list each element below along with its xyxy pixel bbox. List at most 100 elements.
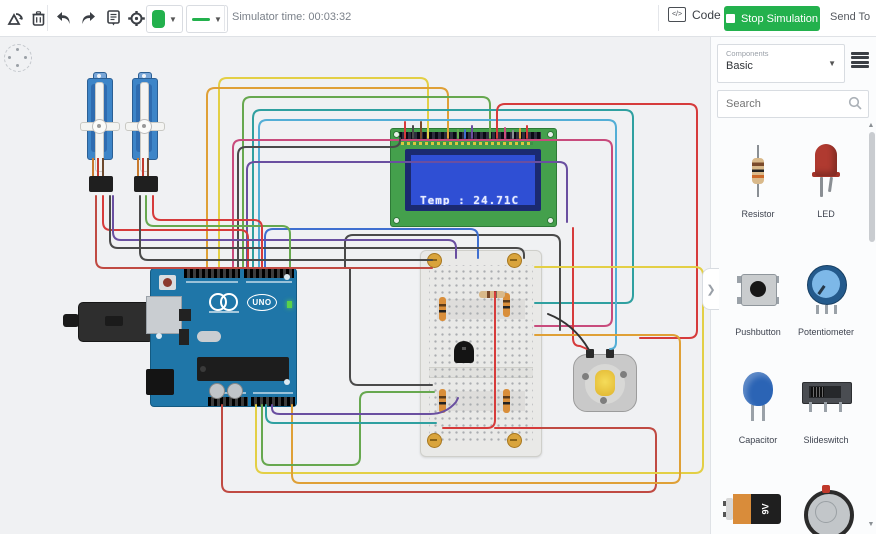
battery-voltage-label: 9V — [760, 503, 771, 515]
wire-teal[interactable] — [252, 109, 634, 304]
lcd-pin-header[interactable] — [399, 132, 541, 140]
servo-connector — [134, 176, 158, 192]
wire-purple[interactable] — [246, 161, 568, 269]
wire-orange[interactable] — [291, 334, 681, 484]
analog-pin-header[interactable] — [251, 397, 295, 406]
delete-icon[interactable] — [26, 6, 50, 30]
servo-motor-1[interactable] — [80, 72, 122, 196]
search-icon — [848, 96, 862, 110]
resistor-on-board[interactable] — [439, 389, 446, 413]
palette-item-label: Capacitor — [738, 435, 778, 445]
servo-motor-2[interactable] — [125, 72, 167, 196]
lcd-screen: Temp : 24.71C Light: Low — [405, 149, 541, 211]
wire-red[interactable] — [442, 291, 496, 429]
wire-purple[interactable] — [112, 195, 457, 259]
wire-purple[interactable] — [271, 397, 459, 415]
palette-item-label: Pushbutton — [735, 327, 781, 337]
category-value: Basic — [726, 60, 753, 72]
resistor-on-board[interactable] — [479, 291, 505, 298]
crystal-oscillator — [197, 331, 221, 342]
scroll-up-icon[interactable]: ▲ — [867, 122, 875, 129]
wire-blue[interactable] — [264, 228, 479, 269]
power-pin-header[interactable] — [208, 397, 248, 406]
dc-motor[interactable] — [573, 349, 637, 412]
list-view-toggle-icon[interactable] — [851, 52, 869, 68]
wire-black[interactable] — [547, 313, 590, 351]
digital-pin-header[interactable] — [184, 269, 240, 278]
wire-dark[interactable] — [139, 195, 433, 261]
wire-red[interactable] — [496, 103, 698, 339]
wire-dark[interactable] — [237, 137, 401, 269]
annotation-icon[interactable] — [101, 6, 125, 30]
wire-orange[interactable] — [206, 87, 449, 269]
power-jack — [146, 369, 174, 395]
wire-yellow[interactable] — [255, 266, 704, 474]
wire-cyan[interactable] — [258, 119, 617, 350]
undo-icon[interactable] — [52, 6, 76, 30]
capacitor — [209, 383, 225, 399]
palette-item-capacitor[interactable]: Capacitor — [725, 362, 791, 445]
usb-cable-head[interactable] — [78, 302, 154, 342]
components-label: Components — [726, 49, 769, 58]
motor-terminal[interactable] — [586, 349, 594, 358]
stop-simulation-button[interactable]: Stop Simulation — [724, 6, 820, 31]
palette-item-slideswitch[interactable]: Slideswitch — [793, 362, 859, 445]
coin-cell-battery-icon — [804, 484, 854, 534]
components-category-dropdown[interactable]: Components Basic ▼ — [717, 44, 845, 83]
search-input[interactable] — [724, 92, 846, 116]
component-view-icon[interactable] — [124, 6, 148, 30]
zoom-to-fit-button[interactable] — [4, 44, 32, 72]
send-to-button[interactable]: Send To — [830, 11, 871, 23]
wire-red[interactable] — [95, 195, 433, 269]
palette-item-label: LED — [817, 209, 835, 219]
wire-red[interactable] — [221, 404, 657, 493]
collapse-sidebar-chevron-icon[interactable]: ❯ — [702, 268, 719, 310]
wire-style-dropdown[interactable]: ▼ — [186, 5, 228, 33]
scrollbar-thumb[interactable] — [869, 132, 875, 242]
reset-button[interactable] — [159, 275, 176, 290]
wire-red[interactable] — [102, 195, 249, 269]
resistor-on-board[interactable] — [439, 297, 446, 321]
palette-item-resistor[interactable]: Resistor — [725, 136, 791, 219]
wire-dark[interactable] — [349, 267, 433, 386]
resistor-on-board[interactable] — [503, 293, 510, 317]
redo-icon[interactable] — [76, 6, 100, 30]
usb-cable-plug[interactable] — [63, 314, 79, 327]
motor-terminal[interactable] — [606, 349, 614, 358]
palette-item-pushbutton[interactable]: Pushbutton — [725, 254, 791, 337]
lcd-display[interactable]: Temp : 24.71C Light: Low — [390, 128, 557, 227]
rotate-icon[interactable] — [3, 6, 27, 30]
palette-item-potentiometer[interactable]: Potentiometer — [793, 254, 859, 337]
wire-green[interactable] — [145, 195, 291, 269]
wire-red[interactable] — [572, 227, 588, 350]
arduino-uno-board[interactable]: UNO — [146, 268, 297, 407]
scroll-down-icon[interactable]: ▼ — [867, 521, 875, 528]
code-icon: </> — [668, 7, 686, 22]
code-button[interactable]: </> Code — [668, 7, 721, 22]
board-label: UNO — [247, 294, 277, 311]
toolbar-separator — [224, 5, 225, 31]
screw — [507, 433, 522, 448]
transistor[interactable] — [454, 341, 474, 363]
wire-dark[interactable] — [109, 195, 525, 259]
wire-green[interactable] — [261, 391, 435, 466]
wire-teal[interactable] — [265, 404, 437, 424]
toolbar-separator — [658, 5, 659, 31]
wire-yellow[interactable] — [218, 77, 429, 269]
screw — [507, 253, 522, 268]
digital-pin-header[interactable] — [244, 269, 294, 278]
palette-item-coin-cell[interactable] — [793, 474, 859, 534]
wire-color-swatch — [192, 17, 210, 21]
resistor-on-board[interactable] — [503, 389, 510, 413]
circuit-canvas[interactable]: UNO — [0, 36, 710, 534]
usb-port — [146, 296, 182, 334]
wire-green[interactable] — [242, 96, 491, 269]
wire-red[interactable] — [152, 195, 263, 269]
color-swatch-dropdown[interactable]: ▼ — [146, 5, 183, 33]
palette-item-led[interactable]: LED — [793, 136, 859, 219]
capacitor-icon — [743, 372, 773, 422]
wire-pink[interactable] — [232, 139, 613, 327]
sidebar-scrollbar[interactable]: ▲ ▼ — [867, 122, 875, 528]
palette-item-9v-battery[interactable]: 9V — [721, 474, 787, 534]
breadboard[interactable] — [420, 250, 542, 457]
